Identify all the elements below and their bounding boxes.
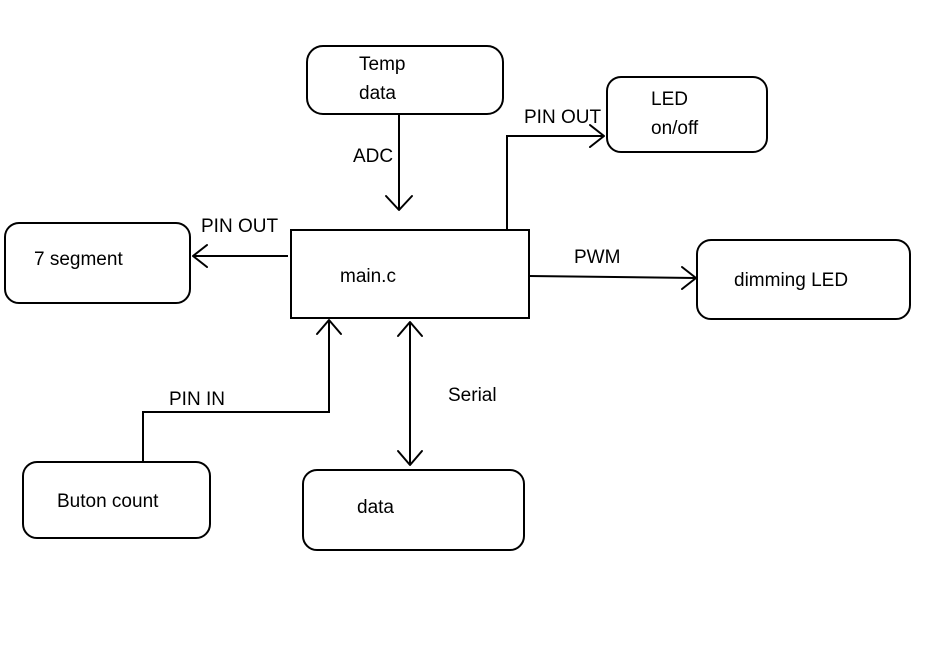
node-data: data (302, 469, 525, 551)
edge-pin-in-line (142, 321, 330, 461)
edge-pwm-line (528, 275, 696, 279)
edge-pwm-label: PWM (574, 247, 620, 268)
edge-adc: ADC (353, 114, 413, 211)
edge-pin-out-segment-label: PIN OUT (201, 216, 278, 237)
edge-serial-arrowhead-up (397, 321, 423, 337)
node-data-box (302, 469, 525, 551)
node-main-c-label: main.c (340, 266, 396, 287)
node-button-count: Buton count (22, 461, 211, 539)
edge-pin-in: PIN IN (142, 319, 342, 461)
node-main-c: main.c (290, 229, 530, 319)
node-temp-data-line2: data (359, 83, 396, 104)
edge-adc-arrowhead (385, 195, 413, 211)
edge-pwm: PWM (528, 247, 697, 290)
edge-serial-arrowhead-down (397, 450, 423, 466)
node-button-count-box (22, 461, 211, 539)
node-led-on-off-box (606, 76, 768, 153)
node-dimming-led-box (696, 239, 911, 320)
edge-pin-out-segment-arrowhead (192, 244, 208, 268)
edge-pin-out-segment: PIN OUT (192, 216, 288, 268)
node-dimming-led-label: dimming LED (734, 270, 848, 291)
node-led-on-off-line2: on/off (651, 118, 699, 139)
edge-serial-label: Serial (448, 385, 497, 406)
node-temp-data-box (306, 45, 504, 115)
node-data-label: data (357, 497, 394, 518)
node-7-segment: 7 segment (4, 222, 191, 304)
edge-pwm-arrowhead (681, 266, 697, 290)
node-button-count-label: Buton count (57, 491, 159, 512)
edge-pin-in-label: PIN IN (169, 389, 225, 410)
edge-serial: Serial (397, 321, 497, 466)
edge-adc-label: ADC (353, 146, 393, 167)
node-temp-data: Temp data (306, 45, 504, 115)
edge-pin-out-led-arrowhead (589, 124, 605, 148)
node-temp-data-line1: Temp (359, 54, 405, 75)
edge-pin-out-led-line (506, 135, 604, 230)
edge-pin-in-arrowhead (316, 319, 342, 335)
node-dimming-led: dimming LED (696, 239, 911, 320)
node-main-c-box (290, 229, 530, 319)
edge-pin-out-led: PIN OUT (506, 107, 605, 230)
node-led-on-off-line1: LED (651, 89, 688, 110)
node-led-on-off: LED on/off (606, 76, 768, 153)
node-7-segment-label: 7 segment (34, 249, 123, 270)
edge-pin-out-led-label: PIN OUT (524, 107, 601, 128)
node-7-segment-box (4, 222, 191, 304)
